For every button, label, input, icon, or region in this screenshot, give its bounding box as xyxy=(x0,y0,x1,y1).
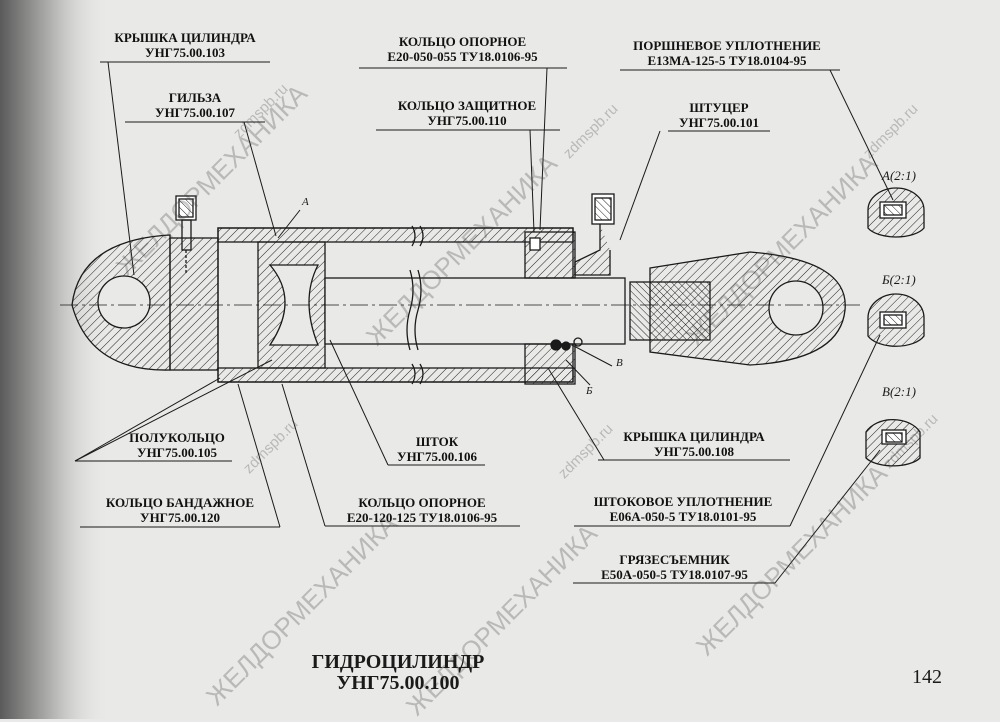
marker-b: Б xyxy=(586,385,593,397)
detail-b-label: Б(2:1) xyxy=(882,272,916,287)
title-line2: УНГ75.00.100 xyxy=(336,672,460,694)
label-name: КРЫШКА ЦИЛИНДРА xyxy=(623,429,765,444)
label-code: Е20-120-125 ТУ18.0106-95 xyxy=(346,510,498,525)
label-bandage-ring: КОЛЬЦО БАНДАЖНОЕ УНГ75.00.120 xyxy=(80,495,280,525)
title-line1: ГИДРОЦИЛИНДР xyxy=(311,651,485,673)
label-name: КОЛЬЦО ЗАЩИТНОЕ xyxy=(397,98,537,113)
label-name: КОЛЬЦО ОПОРНОЕ xyxy=(358,495,486,510)
marker-v: В xyxy=(616,357,623,369)
label-cap-bottom: КРЫШКА ЦИЛИНДРА УНГ75.00.108 xyxy=(598,429,790,459)
label-name: ШТУЦЕР xyxy=(689,100,749,115)
label-code: УНГ75.00.103 xyxy=(145,45,225,60)
label-name: ГИЛЬЗА xyxy=(168,90,222,105)
label-code: УНГ75.00.108 xyxy=(654,444,734,459)
label-code: УНГ75.00.106 xyxy=(397,449,477,464)
label-support-ring-top: КОЛЬЦО ОПОРНОЕ Е20-050-055 ТУ18.0106-95 xyxy=(355,34,570,64)
label-name: ШТОК xyxy=(415,434,459,449)
label-piston-seal: ПОРШНЕВОЕ УПЛОТНЕНИЕ Е13МА-125-5 ТУ18.01… xyxy=(612,38,842,68)
label-name: ПОРШНЕВОЕ УПЛОТНЕНИЕ xyxy=(633,38,821,53)
label-code: УНГ75.00.120 xyxy=(140,510,220,525)
label-wiper: ГРЯЗЕСЪЕМНИК Е50А-050-5 ТУ18.0107-95 xyxy=(572,552,777,582)
label-name: КОЛЬЦО БАНДАЖНОЕ xyxy=(105,495,255,510)
label-code: Е50А-050-5 ТУ18.0107-95 xyxy=(601,567,748,582)
label-sleeve: ГИЛЬЗА УНГ75.00.107 xyxy=(125,90,265,120)
label-code: УНГ75.00.105 xyxy=(137,445,217,460)
label-name: ПОЛУКОЛЬЦО xyxy=(129,430,225,445)
label-code: Е13МА-125-5 ТУ18.0104-95 xyxy=(647,53,807,68)
detail-views xyxy=(865,187,925,467)
label-name: КРЫШКА ЦИЛИНДРА xyxy=(114,30,256,45)
label-cap-top: КРЫШКА ЦИЛИНДРА УНГ75.00.103 xyxy=(100,30,270,60)
label-code: УНГ75.00.107 xyxy=(155,105,235,120)
label-code: Е06А-050-5 ТУ18.0101-95 xyxy=(609,509,757,524)
label-name: ШТОКОВОЕ УПЛОТНЕНИЕ xyxy=(593,494,773,509)
label-half-ring: ПОЛУКОЛЬЦО УНГ75.00.105 xyxy=(118,430,236,460)
label-rod: ШТОК УНГ75.00.106 xyxy=(386,434,488,464)
leader-lines xyxy=(74,61,894,584)
page-number: 142 xyxy=(912,666,942,688)
label-code: Е20-050-055 ТУ18.0106-95 xyxy=(387,49,538,64)
label-code: УНГ75.00.101 xyxy=(679,115,759,130)
label-name: КОЛЬЦО ОПОРНОЕ xyxy=(398,34,527,49)
marker-a: А xyxy=(302,196,309,208)
label-rod-seal: ШТОКОВОЕ УПЛОТНЕНИЕ Е06А-050-5 ТУ18.0101… xyxy=(574,494,792,524)
label-fitting: ШТУЦЕР УНГ75.00.101 xyxy=(664,100,774,130)
label-protective-ring: КОЛЬЦО ЗАЩИТНОЕ УНГ75.00.110 xyxy=(372,98,562,128)
cylinder-section xyxy=(60,193,860,385)
label-name: ГРЯЗЕСЪЕМНИК xyxy=(619,552,730,567)
detail-a-label: А(2:1) xyxy=(882,168,916,183)
page-shadow xyxy=(0,0,110,719)
detail-v-label: В(2:1) xyxy=(882,384,916,399)
label-support-ring-bottom: КОЛЬЦО ОПОРНОЕ Е20-120-125 ТУ18.0106-95 xyxy=(322,495,522,525)
drawing-title: ГИДРОЦИЛИНДР УНГ75.00.100 xyxy=(298,652,498,694)
label-code: УНГ75.00.110 xyxy=(427,113,507,128)
